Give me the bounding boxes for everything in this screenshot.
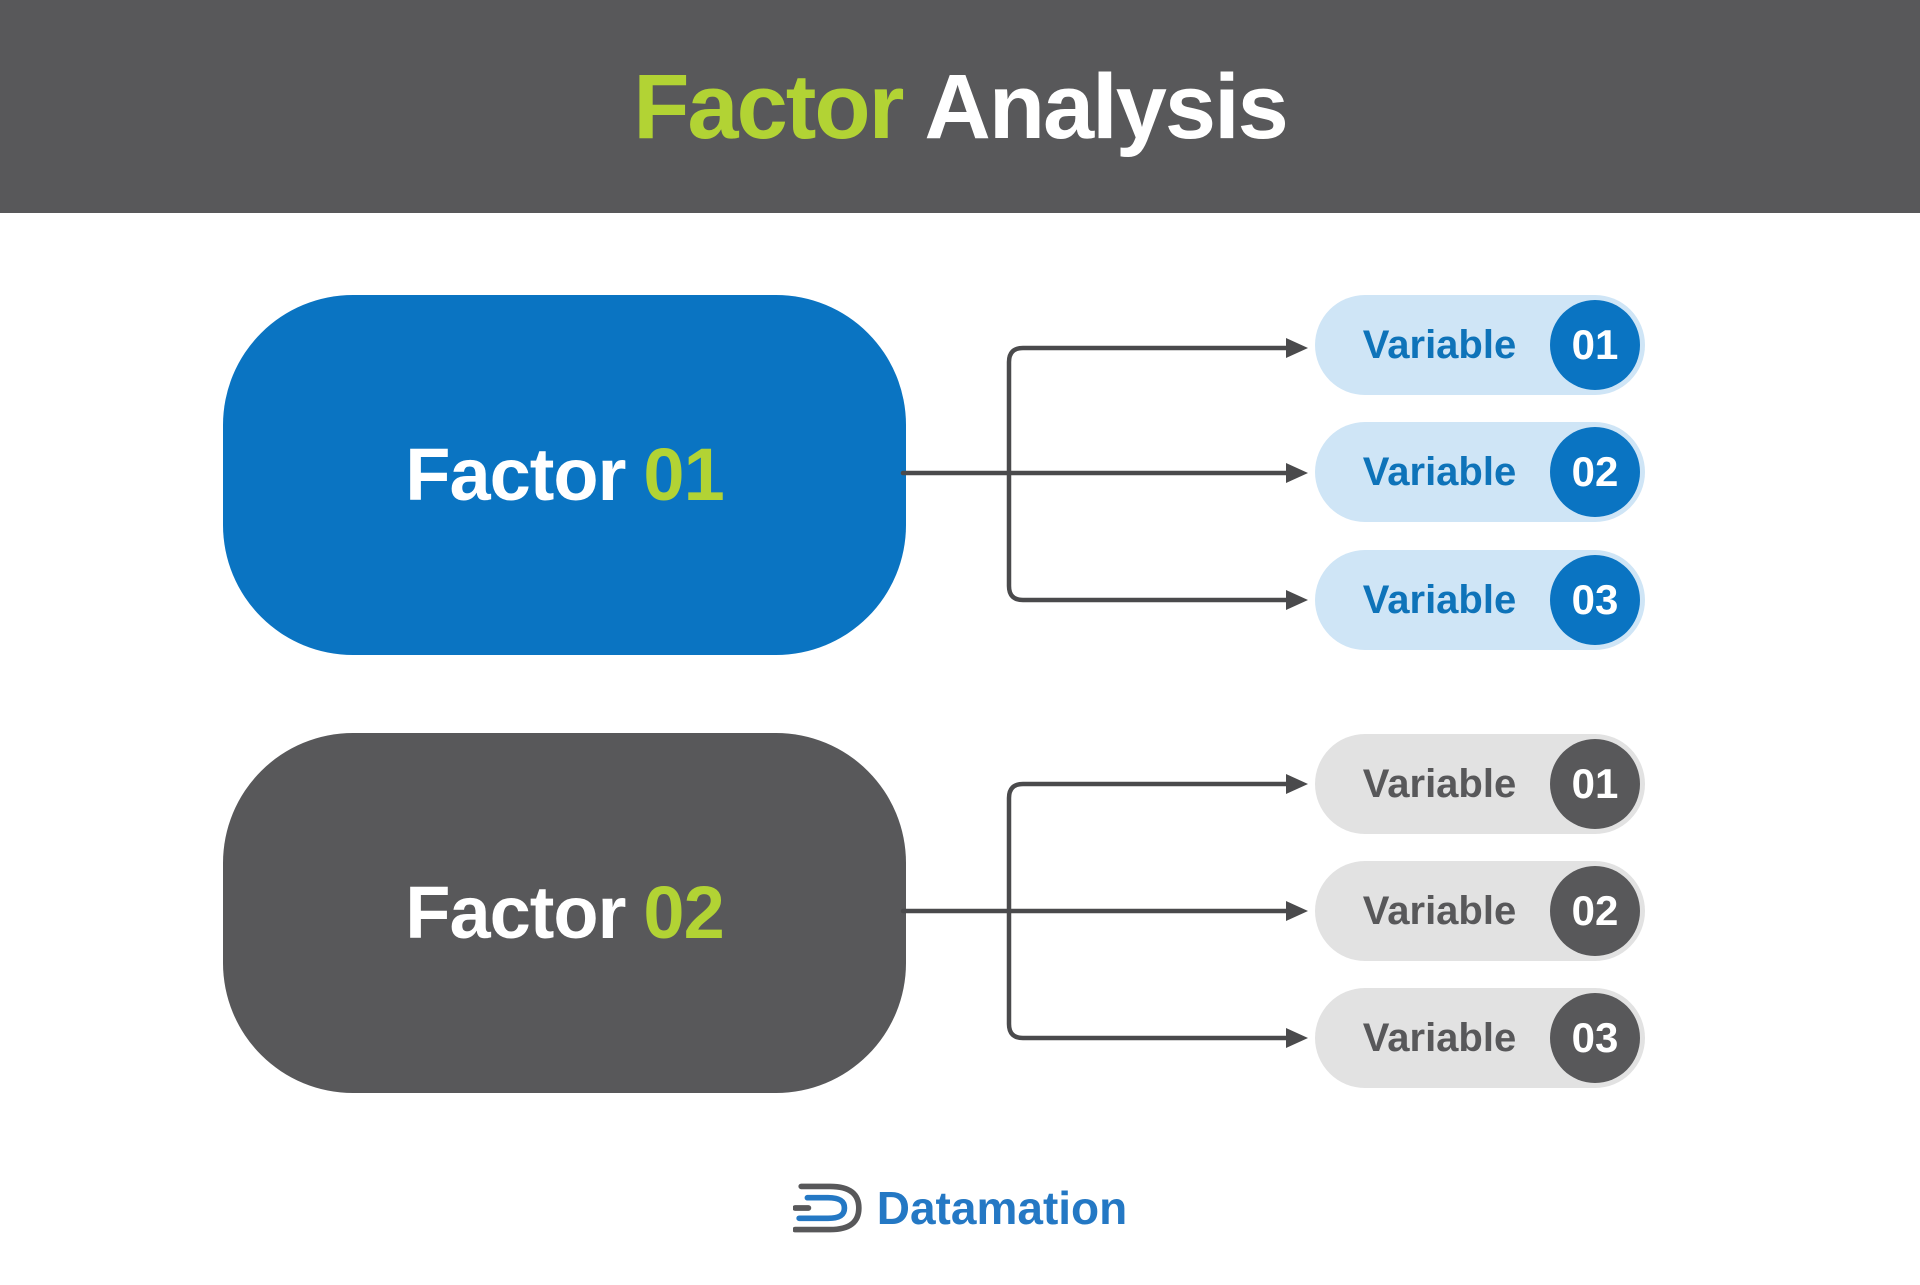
variable-number-badge: 01 [1550, 300, 1640, 390]
factor-01-number: 01 [643, 433, 724, 516]
arrow-f2-v1 [1006, 774, 1308, 914]
variable-label: Variable [1362, 1015, 1517, 1060]
factor-01-word: Factor [405, 433, 626, 516]
factor-02-number: 02 [643, 871, 724, 954]
variable-pill-f2-02: Variable 02 [1315, 861, 1645, 961]
brand-footer: Datamation [0, 1168, 1920, 1248]
variable-pill-f1-03: Variable 03 [1315, 550, 1645, 650]
variable-pill-f1-01: Variable 01 [1315, 295, 1645, 395]
arrow-f1-v1 [1006, 338, 1308, 476]
factor-02-bubble: Factor 02 [223, 733, 906, 1093]
variable-pill-f2-03: Variable 03 [1315, 988, 1645, 1088]
factor-01-label: Factor 01 [405, 433, 724, 516]
variable-label: Variable [1362, 577, 1517, 622]
variable-number-badge: 02 [1550, 427, 1640, 517]
variable-label: Variable [1362, 761, 1517, 806]
page-title: Factor Analysis [633, 55, 1289, 158]
title-bar: Factor Analysis [0, 0, 1920, 213]
variable-label: Variable [1362, 888, 1517, 933]
variable-number-badge: 02 [1550, 866, 1640, 956]
title-rest: Analysis [924, 55, 1288, 158]
title-highlight: Factor [633, 55, 904, 158]
arrow-f1-v3 [1006, 470, 1308, 610]
variable-label: Variable [1362, 449, 1517, 494]
variable-number-badge: 01 [1550, 739, 1640, 829]
variable-number-badge: 03 [1550, 555, 1640, 645]
variable-number-badge: 03 [1550, 993, 1640, 1083]
variable-label: Variable [1362, 322, 1517, 367]
variable-pill-f2-01: Variable 01 [1315, 734, 1645, 834]
factor-01-bubble: Factor 01 [223, 295, 906, 655]
datamation-logo-icon [792, 1183, 862, 1233]
factor-02-label: Factor 02 [405, 871, 724, 954]
brand-name: Datamation [876, 1182, 1128, 1234]
factor-02-word: Factor [405, 871, 626, 954]
variable-pill-f1-02: Variable 02 [1315, 422, 1645, 522]
arrow-f2-v3 [1006, 908, 1308, 1048]
